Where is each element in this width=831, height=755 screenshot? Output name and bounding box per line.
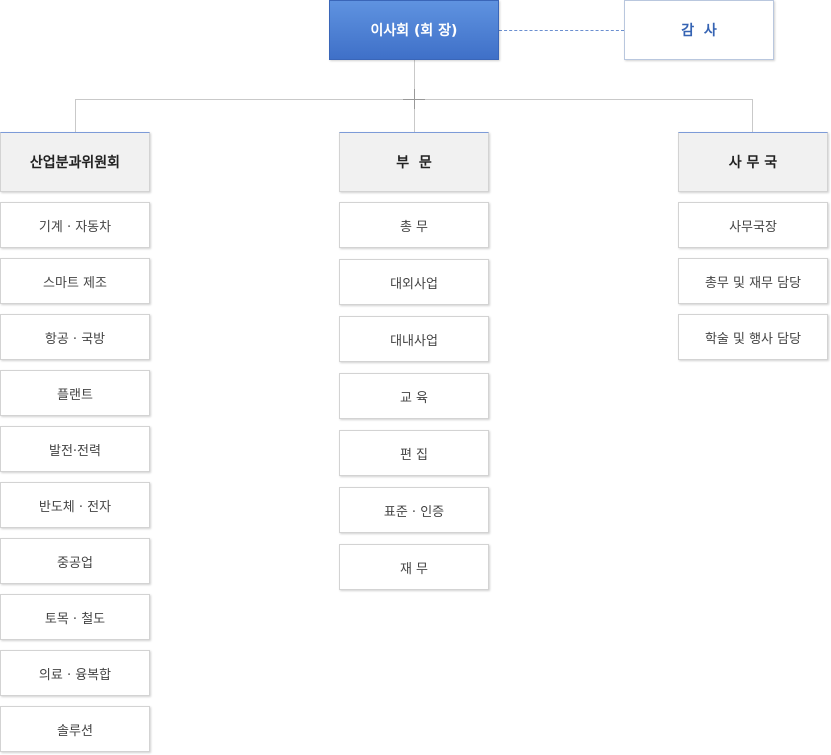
branch-left-drop <box>75 99 76 132</box>
division-header: 부 문 <box>339 132 489 192</box>
committee-item: 토목 · 철도 <box>0 594 150 640</box>
junction-mark-vertical <box>414 89 415 109</box>
committee-item: 기계 · 자동차 <box>0 202 150 248</box>
committee-item: 반도체 · 전자 <box>0 482 150 528</box>
secretariat-item: 총무 및 재무 담당 <box>678 258 828 304</box>
committee-header: 산업분과위원회 <box>0 132 150 192</box>
committee-item: 플랜트 <box>0 370 150 416</box>
division-item: 총 무 <box>339 202 489 248</box>
secretariat-item: 학술 및 행사 담당 <box>678 314 828 360</box>
committee-item: 스마트 제조 <box>0 258 150 304</box>
division-item: 재 무 <box>339 544 489 590</box>
branch-right-drop <box>752 99 753 132</box>
committee-item: 항공 · 국방 <box>0 314 150 360</box>
committee-item: 솔루션 <box>0 706 150 752</box>
committee-item: 발전·전력 <box>0 426 150 472</box>
audit-connector <box>499 30 624 31</box>
division-item: 대내사업 <box>339 316 489 362</box>
division-item: 대외사업 <box>339 259 489 305</box>
secretariat-item: 사무국장 <box>678 202 828 248</box>
division-item: 표준 · 인증 <box>339 487 489 533</box>
audit-node: 감 사 <box>624 0 774 60</box>
committee-item: 의료 · 융복합 <box>0 650 150 696</box>
division-item: 편 집 <box>339 430 489 476</box>
committee-item: 중공업 <box>0 538 150 584</box>
secretariat-header: 사 무 국 <box>678 132 828 192</box>
board-node: 이사회 (회 장) <box>329 0 499 60</box>
division-item: 교 육 <box>339 373 489 419</box>
